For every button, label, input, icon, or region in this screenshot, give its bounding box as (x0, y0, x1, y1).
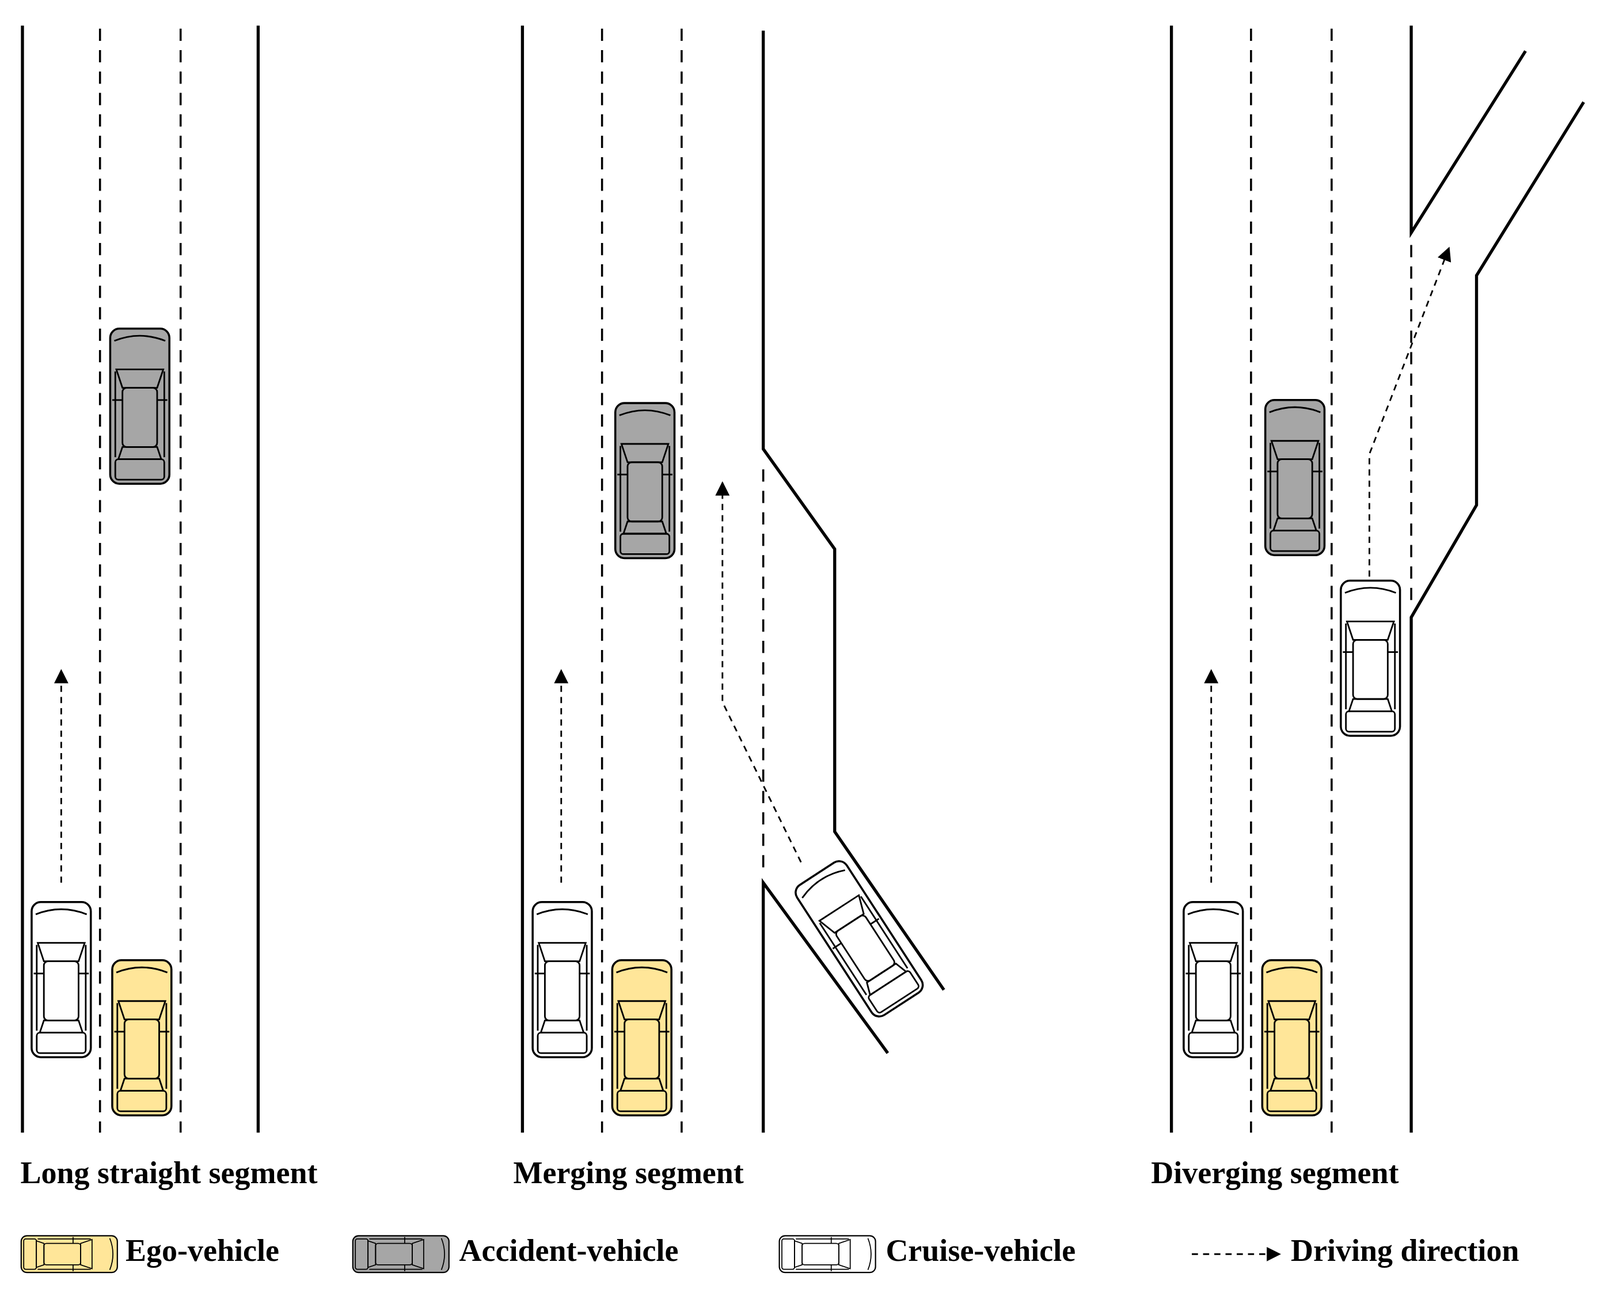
legend-text: Ego-vehicle (125, 1232, 280, 1269)
cruise-vehicle (792, 857, 927, 1021)
ego-vehicle (1262, 960, 1322, 1116)
legend-arrow (1191, 1253, 1280, 1256)
accident-vehicle (1265, 400, 1325, 556)
segment-label: Merging segment (512, 1154, 744, 1191)
legend-swatch (352, 1235, 450, 1273)
ego-vehicle (112, 960, 172, 1116)
driving-arrows (61, 248, 1449, 883)
cruise-vehicle (532, 902, 592, 1058)
legend-swatch (21, 1235, 118, 1273)
legend-text: Cruise-vehicle (885, 1232, 1076, 1269)
cruise-vehicle (1183, 902, 1244, 1058)
legend-text: Accident-vehicle (459, 1232, 679, 1269)
ego-vehicle (612, 960, 672, 1116)
segment-label: Diverging segment (1150, 1154, 1399, 1191)
accident-vehicle (615, 403, 675, 558)
road-lines (22, 25, 1584, 1133)
cruise-vehicle (31, 902, 91, 1058)
legend-text: Driving direction (1290, 1232, 1519, 1269)
cruise-vehicle (1340, 580, 1401, 736)
segment-label: Long straight segment (20, 1154, 318, 1191)
legend-swatch (779, 1235, 876, 1273)
accident-vehicle (109, 328, 170, 484)
